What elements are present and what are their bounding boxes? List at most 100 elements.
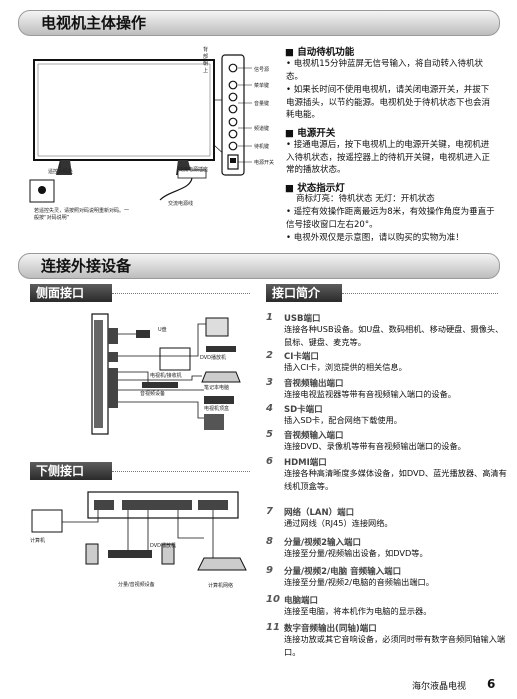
port-number: 8 <box>266 536 273 547</box>
standby-button <box>228 141 238 151</box>
monitor-icon <box>159 347 191 371</box>
port-title: 音视频输入端口 <box>284 431 344 441</box>
port-number: 9 <box>266 565 273 576</box>
label-tv-receiver: 电视机/接收机 <box>150 373 182 379</box>
port-description: 连接DVD、录像机等带有音视频输出端口的设备。 <box>284 441 466 451</box>
port-description: 连接各种高清晰度多媒体设备，如DVD、蓝光播放器、高清有线机顶盒等。 <box>284 468 507 491</box>
network-laptop-icon <box>197 557 247 571</box>
label-standby: 待机键 <box>254 144 270 150</box>
source-button <box>228 63 238 73</box>
camcorder-icon <box>204 414 224 430</box>
label-dvd-bottom: DVD播放机 <box>150 543 177 549</box>
port-title: 数字音频输出(同轴)端口 <box>284 624 377 634</box>
speaker-left-icon <box>85 543 99 565</box>
port-number: 1 <box>266 312 273 323</box>
channel-down-button <box>228 129 238 139</box>
port-title: SD卡端口 <box>284 405 323 415</box>
port-number: 5 <box>266 429 273 440</box>
label-ac-socket: 交流电源插座 <box>178 167 209 173</box>
settop-box-icon <box>204 396 234 404</box>
section-title: 电视机主体操作 <box>41 14 147 32</box>
port-title: CI卡端口 <box>284 352 319 362</box>
tv-diagram <box>29 54 252 203</box>
label-power-switch: 电源开关 <box>254 160 275 166</box>
section-title-bar: 电视机主体操作 <box>18 10 500 36</box>
port-title: USB端口 <box>284 314 321 324</box>
label-av-device: 音视频设备 <box>140 391 166 397</box>
component-device-icon <box>108 550 152 558</box>
standby-heading: ■ 自动待机功能 <box>285 47 355 58</box>
usb-stick-icon <box>136 330 150 338</box>
standby-item-1: • 电视机15分钟蓝屏无信号输入，将自动转入待机状态。 <box>286 59 484 82</box>
label-usb: U盘 <box>158 327 167 333</box>
remote-note: 若遥控失灵，请按照对码说明重新对码。一般按“对码说明” <box>34 208 130 221</box>
power-item-1: • 接通电源后，按下电视机上的电源开关键，电视机进入待机状态，按遥控器上的待机开… <box>286 140 491 175</box>
divider <box>342 293 498 294</box>
label-source: 信号源 <box>254 67 270 73</box>
divider <box>112 293 250 294</box>
volume-down-button <box>228 104 238 114</box>
volume-up-button <box>228 92 238 102</box>
bottom-ports-title: 下侧接口 <box>30 462 112 480</box>
port-title: 音视频输出端口 <box>284 379 344 389</box>
label-volume: 音量键 <box>254 101 270 107</box>
section2-title-bar: 连接外接设备 <box>18 253 500 279</box>
power-heading: ■ 电源开关 <box>285 128 336 139</box>
port-description: 连接各种USB设备。如U盘、数码相机、移动硬盘、摄像头、鼠标、键盘、麦克等。 <box>284 324 504 347</box>
port-number: 11 <box>266 622 280 633</box>
bottom-connection-diagram <box>31 491 247 571</box>
port-description: 连接至分量/视频2/电脑的音频输出端口。 <box>284 577 434 587</box>
dvd-player-icon <box>206 346 236 352</box>
footer-brand: 海尔液晶电视 <box>412 682 467 692</box>
port-number: 10 <box>266 594 280 605</box>
port-number: 2 <box>266 350 273 361</box>
page-number: 6 <box>487 677 496 691</box>
channel-up-button <box>228 117 238 127</box>
port-description: 连接功放或其它音响设备，必须同时带有数字音频同轴输入端口。 <box>284 634 506 657</box>
label-computer: 计算机 <box>30 538 46 544</box>
port-number: 4 <box>266 403 273 414</box>
indicator-item-2: • 电视外观仅是示意图，请以购买的实物为准！ <box>286 233 464 243</box>
side-ports-title: 侧面接口 <box>30 284 112 302</box>
label-network: 计算机网络 <box>208 583 234 589</box>
av-device-icon <box>142 382 178 388</box>
port-title: 分量/视频2输入端口 <box>284 538 362 548</box>
standby-item-2: • 如果长时间不使用电视机，请关闭电源开关，并拔下电源插头，以节约能源。电视机处… <box>286 85 491 120</box>
speaker-right-icon <box>161 543 175 565</box>
port-title: 分量/视频2/电脑 音频输入端口 <box>284 567 402 577</box>
port-description: 连接至电脑，将本机作为电脑的显示器。 <box>284 606 432 616</box>
label-dvd: DVD播放机 <box>200 355 227 361</box>
label-remote-window: 遥控对码处 <box>48 169 74 175</box>
speaker-icon <box>205 317 229 337</box>
label-ac-cord: 交流电源线 <box>168 201 194 207</box>
port-number: 7 <box>266 506 273 517</box>
port-description: 连接至分量/视频输出设备，如DVD等。 <box>284 548 428 558</box>
port-description: 插入CI卡，浏览提供的相关信息。 <box>284 362 407 372</box>
label-laptop: 笔记本电脑 <box>204 385 230 391</box>
side-label: 背部朝上 <box>203 47 209 74</box>
port-title: 网络（LAN）端口 <box>284 508 355 518</box>
menu-button <box>228 80 238 90</box>
indicator-line: 商标灯亮：待机状态 无灯：开机状态 <box>296 194 435 204</box>
side-connection-diagram <box>91 313 241 435</box>
label-component: 分量/音视频设备 <box>118 582 155 588</box>
laptop-icon <box>201 371 241 383</box>
ac-cord <box>159 177 193 201</box>
indicator-heading: ■ 状态指示灯 <box>285 183 345 194</box>
label-settop: 电视机顶盒 <box>204 406 230 412</box>
port-number: 3 <box>266 377 273 388</box>
port-description: 插入SD卡，配合网络下载使用。 <box>284 415 402 425</box>
port-description: 连接电视监视器等带有音视频输入端口的设备。 <box>284 389 456 399</box>
port-title: 电脑端口 <box>284 596 319 606</box>
ports-title: 接口简介 <box>266 284 342 302</box>
port-number: 6 <box>266 456 273 467</box>
tv-screen <box>33 59 215 161</box>
section2-title: 连接外接设备 <box>41 257 132 275</box>
divider <box>112 471 250 472</box>
label-channel: 频道键 <box>254 126 270 132</box>
label-menu: 菜单键 <box>254 83 270 89</box>
computer-icon <box>31 509 63 533</box>
port-title: HDMI端口 <box>284 458 327 468</box>
port-description: 通过网线（RJ45）连接网络。 <box>284 518 393 528</box>
indicator-item-1: • 遥控有效操作距离最远为8米，有效操作角度为垂直于信号接收窗口左右20°。 <box>286 207 495 230</box>
